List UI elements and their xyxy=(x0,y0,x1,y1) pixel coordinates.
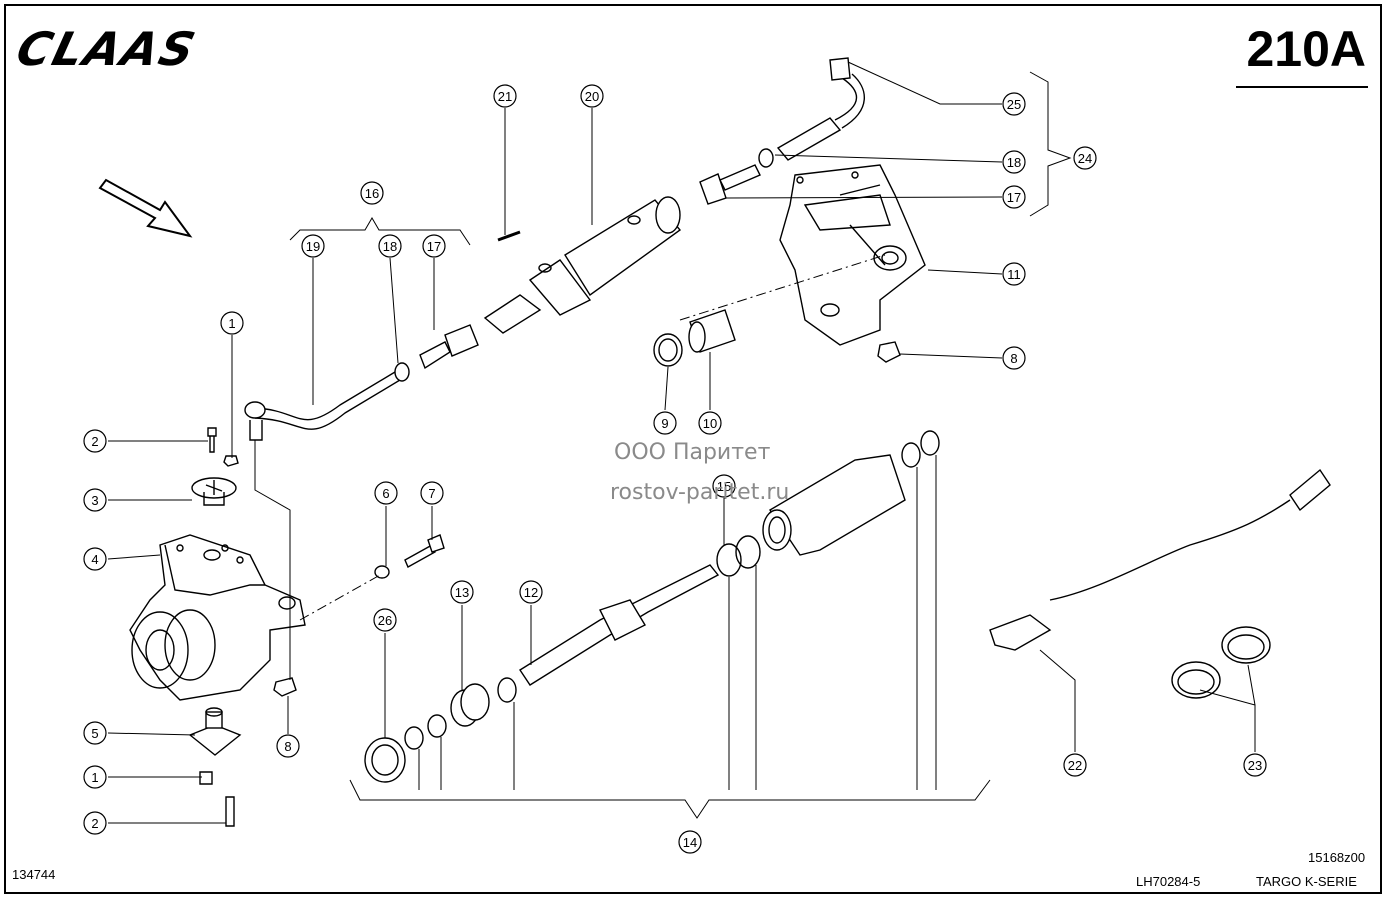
callout-4: 4 xyxy=(91,552,98,567)
shaft-12-part xyxy=(519,564,720,686)
callout-25: 25 xyxy=(1007,97,1021,112)
callout-23: 23 xyxy=(1248,758,1262,773)
nut-8-left-part xyxy=(273,677,297,697)
callout-1a: 1 xyxy=(228,316,235,331)
callout-10: 10 xyxy=(703,416,717,431)
bolt-7-part xyxy=(404,534,445,568)
callout-18a: 18 xyxy=(383,239,397,254)
callout-9: 9 xyxy=(661,416,668,431)
callout-8a: 8 xyxy=(284,739,291,754)
callout-3: 3 xyxy=(91,493,98,508)
callout-16: 16 xyxy=(365,186,379,201)
callout-17b: 17 xyxy=(1007,190,1021,205)
callout-13: 13 xyxy=(455,585,469,600)
cover-cap-part xyxy=(191,477,237,506)
callout-12: 12 xyxy=(524,585,538,600)
hose-clamp-23-part xyxy=(1171,626,1271,699)
page-code: 210A xyxy=(1246,21,1366,77)
footer-drawing-code: 15168z00 xyxy=(1308,850,1366,865)
callout-19: 19 xyxy=(306,239,320,254)
swivel-housing-11-part xyxy=(779,164,926,346)
page-code-underline xyxy=(1236,86,1368,88)
nut-6-part xyxy=(374,565,390,579)
callout-21: 21 xyxy=(498,89,512,104)
o-ring-small-a-part xyxy=(404,714,447,750)
bottom-cap-part xyxy=(188,707,242,827)
bolt-2-top-part xyxy=(207,427,239,467)
footer-part-ref: LH70284-5 xyxy=(1136,874,1201,889)
bearing-13-part xyxy=(450,683,490,727)
o-ring-small-b-part xyxy=(497,677,517,703)
brake-pipe-25-part xyxy=(776,57,865,161)
watermark-line-2: rostov-paritet.ru xyxy=(610,480,790,505)
callout-14: 14 xyxy=(683,835,697,850)
direction-arrow-icon xyxy=(98,178,193,238)
brake-pipe-19-part xyxy=(244,371,401,680)
fitting-17-right-part xyxy=(699,148,774,205)
callout-11: 11 xyxy=(1007,267,1021,282)
callout-22: 22 xyxy=(1068,758,1082,773)
callout-26: 26 xyxy=(378,613,392,628)
callout-8b: 8 xyxy=(1010,351,1017,366)
callout-20: 20 xyxy=(585,89,599,104)
callout-18b: 18 xyxy=(1007,155,1021,170)
callout-15: 15 xyxy=(717,479,731,494)
steering-knuckle-part xyxy=(129,534,306,701)
seal-ring-9-part xyxy=(653,333,683,367)
footer-left-number: 134744 xyxy=(12,867,56,882)
callout-2b: 2 xyxy=(91,816,98,831)
callout-6: 6 xyxy=(382,486,389,501)
watermark-line-1: ООО Паритет xyxy=(614,440,771,465)
center-lines xyxy=(299,254,886,621)
drawing-frame xyxy=(4,4,1382,894)
sleeve-part xyxy=(762,454,906,556)
callout-24: 24 xyxy=(1078,151,1092,166)
sensor-22-part xyxy=(989,468,1331,651)
footer-series: TARGO K-SERIE xyxy=(1256,874,1357,889)
callout-labels: 1 2 3 4 5 1 2 8 6 7 26 13 12 11 8 17 18 … xyxy=(91,89,1262,850)
fitting-17-left-part xyxy=(394,324,479,382)
callout-5: 5 xyxy=(91,726,98,741)
bushing-10-part xyxy=(688,309,736,353)
o-rings-right-part xyxy=(716,430,940,577)
cylinder-20-part xyxy=(483,196,682,334)
nut-8-right-part xyxy=(877,341,901,363)
callout-7: 7 xyxy=(428,486,435,501)
callout-17a: 17 xyxy=(427,239,441,254)
callouts xyxy=(83,84,1267,854)
callout-1b: 1 xyxy=(91,770,98,785)
callout-2a: 2 xyxy=(91,434,98,449)
seal-26-part xyxy=(364,737,406,783)
leader-lines xyxy=(107,61,1256,824)
